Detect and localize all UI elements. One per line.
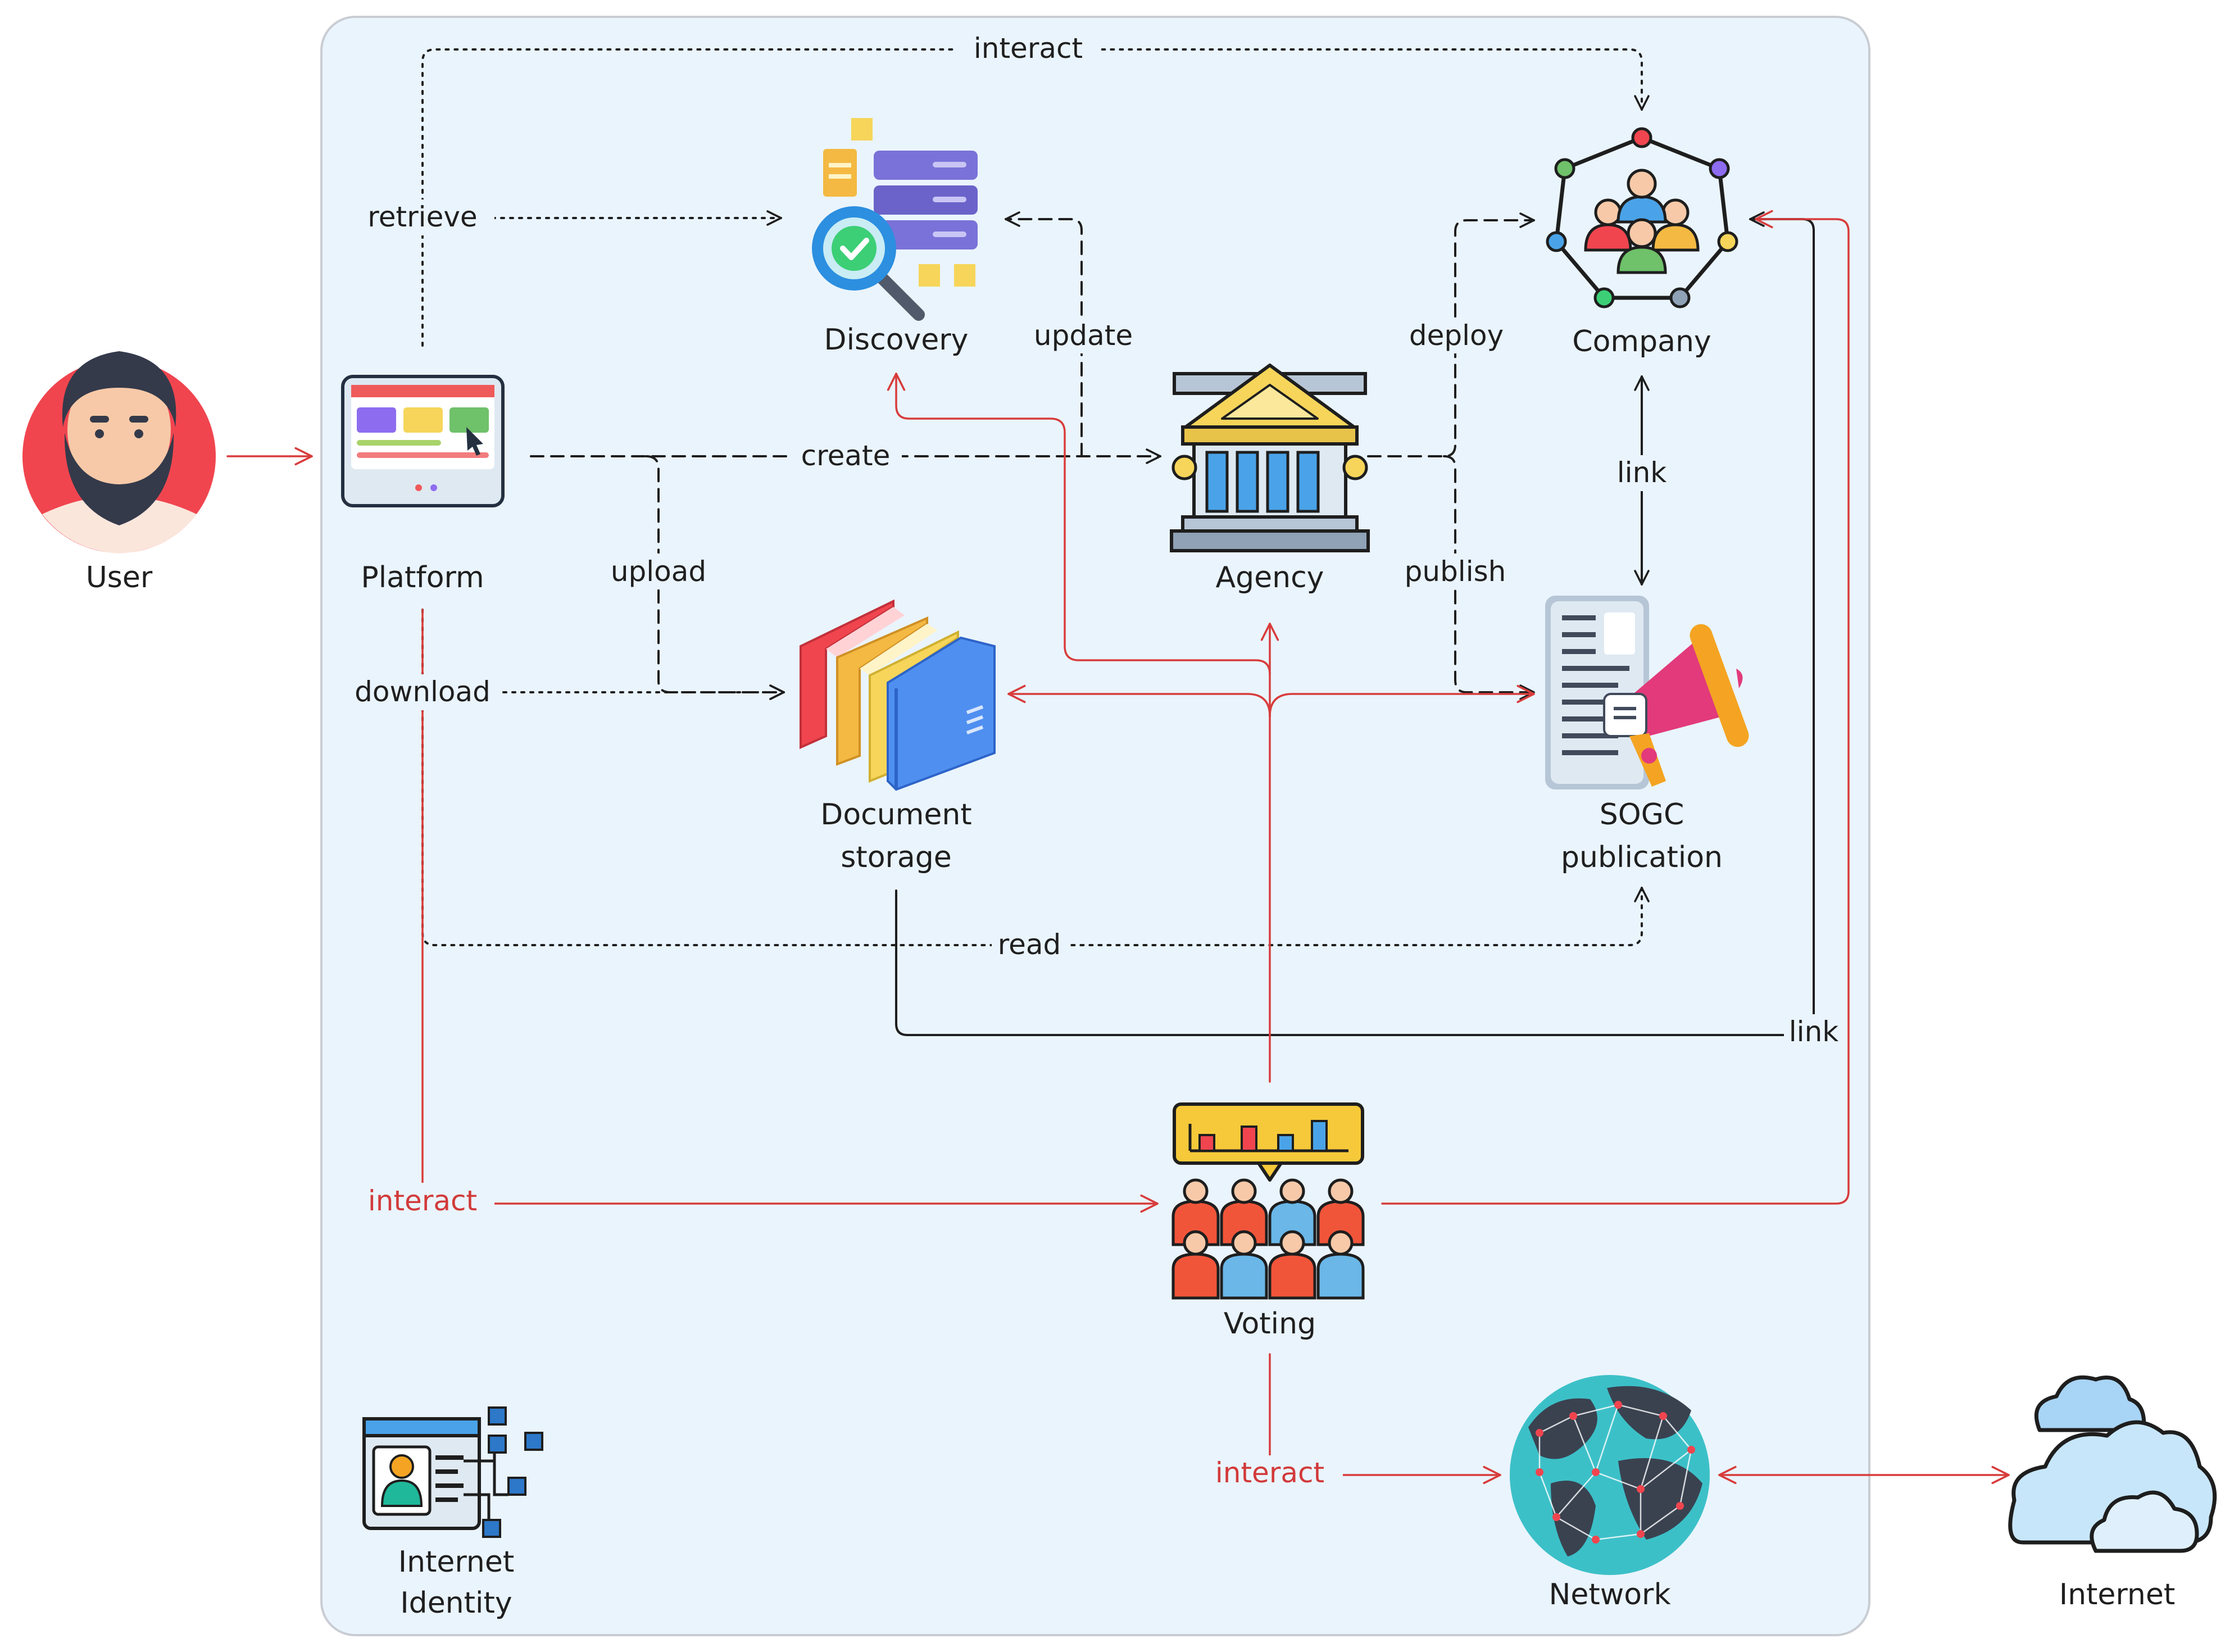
server-search-icon	[812, 118, 978, 321]
platform-label: Platform	[361, 561, 484, 594]
edge-labels: interact retrieve update deploy create u…	[346, 31, 1843, 1491]
node-internet[interactable]: Internet	[2008, 1375, 2217, 1612]
document-storage-label-2: storage	[841, 841, 952, 874]
node-company[interactable]: Company	[1546, 127, 1738, 358]
edge-publish	[1443, 455, 1535, 700]
node-voting[interactable]: Voting	[1171, 1102, 1365, 1341]
sogc-label-2: publication	[1561, 841, 1723, 874]
node-agency[interactable]: Agency	[1170, 364, 1370, 594]
cloud-icon	[2008, 1375, 2217, 1553]
megaphone-document-icon	[1545, 596, 1749, 789]
voting-crowd-chart-icon	[1171, 1102, 1365, 1300]
discovery-label: Discovery	[824, 323, 969, 357]
edge-upload	[645, 455, 785, 700]
folders-icon	[800, 599, 996, 791]
system-boundary	[320, 16, 1870, 1636]
label-link-bottom: link	[1789, 1015, 1838, 1048]
people-network-icon	[1546, 127, 1738, 308]
user-label: User	[86, 561, 153, 594]
label-upload: upload	[611, 555, 706, 588]
node-network[interactable]: Network	[1510, 1375, 1710, 1612]
node-user[interactable]: User	[22, 351, 216, 594]
globe-network-icon	[1510, 1375, 1710, 1575]
voting-label: Voting	[1224, 1307, 1316, 1341]
label-interact-voting: interact	[368, 1184, 477, 1217]
document-storage-label-1: Document	[820, 798, 971, 832]
internet-identity-label-1: Internet	[398, 1545, 514, 1579]
node-platform[interactable]: Platform	[341, 375, 505, 594]
label-create: create	[801, 439, 891, 472]
network-label: Network	[1549, 1578, 1670, 1612]
edge-voting-sogc	[1269, 684, 1535, 718]
label-link-company-sogc: link	[1617, 456, 1667, 489]
company-label: Company	[1572, 325, 1711, 358]
government-building-icon	[1170, 364, 1370, 552]
label-download: download	[355, 675, 491, 708]
node-internet-identity[interactable]: Internet Identity	[362, 1406, 543, 1620]
label-interact-network: interact	[1215, 1456, 1324, 1489]
edge-update	[1005, 211, 1083, 457]
label-deploy: deploy	[1409, 319, 1504, 352]
label-interact-top: interact	[974, 32, 1083, 65]
internet-label: Internet	[2059, 1578, 2175, 1612]
agency-label: Agency	[1216, 561, 1324, 594]
internet-identity-label-2: Identity	[400, 1586, 512, 1620]
sogc-label-1: SOGC	[1600, 798, 1684, 832]
node-sogc-publication[interactable]: SOGC publication	[1545, 596, 1752, 874]
node-discovery[interactable]: Discovery	[812, 118, 978, 357]
bearded-man-avatar-icon	[22, 351, 216, 553]
label-read: read	[998, 928, 1061, 961]
desktop-monitor-icon	[341, 375, 505, 507]
identity-card-icon	[362, 1406, 543, 1538]
label-publish: publish	[1405, 555, 1506, 588]
edge-voting-discovery	[887, 373, 1271, 675]
edge-deploy	[1367, 212, 1535, 457]
label-update: update	[1034, 319, 1133, 352]
label-retrieve: retrieve	[367, 201, 477, 233]
edge-voting-company	[1381, 210, 1850, 1205]
node-document-storage[interactable]: Document storage	[800, 599, 996, 874]
